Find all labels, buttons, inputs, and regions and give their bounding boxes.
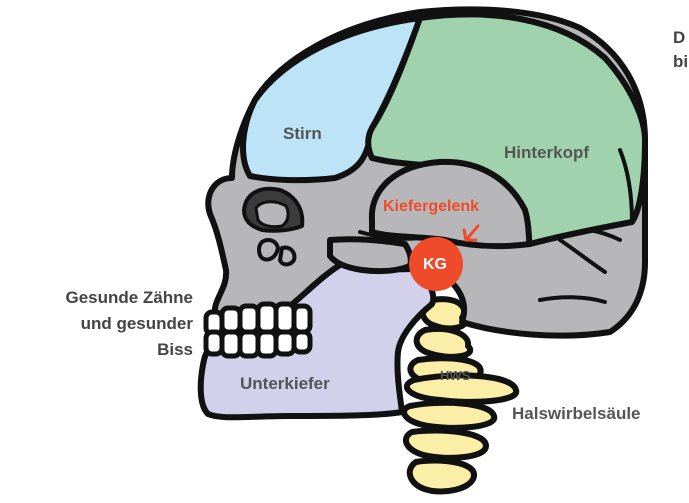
corner-text-line2: bi [673,52,688,72]
teeth-label-line1: Gesunde Zähne [65,288,193,308]
corner-text-line1: D [673,28,685,48]
kg-label: KG [423,256,447,274]
hws-label: HWS [440,368,470,383]
teeth [206,304,310,356]
stirn-label: Stirn [283,124,322,144]
hinterkopf-label: Hinterkopf [504,143,589,163]
nose-cavity [259,240,278,260]
teeth-label-line2: und gesunder [81,314,193,334]
cheekbone [330,239,411,271]
halswirbelsaeule-label: Halswirbelsäule [512,404,641,424]
kiefergelenk-label: Kiefergelenk [383,198,479,216]
unterkiefer-label: Unterkiefer [240,374,330,394]
nose-cavity-2 [280,248,294,265]
eye-socket-inner [256,202,288,227]
teeth-label-line3: Biss [157,340,193,360]
